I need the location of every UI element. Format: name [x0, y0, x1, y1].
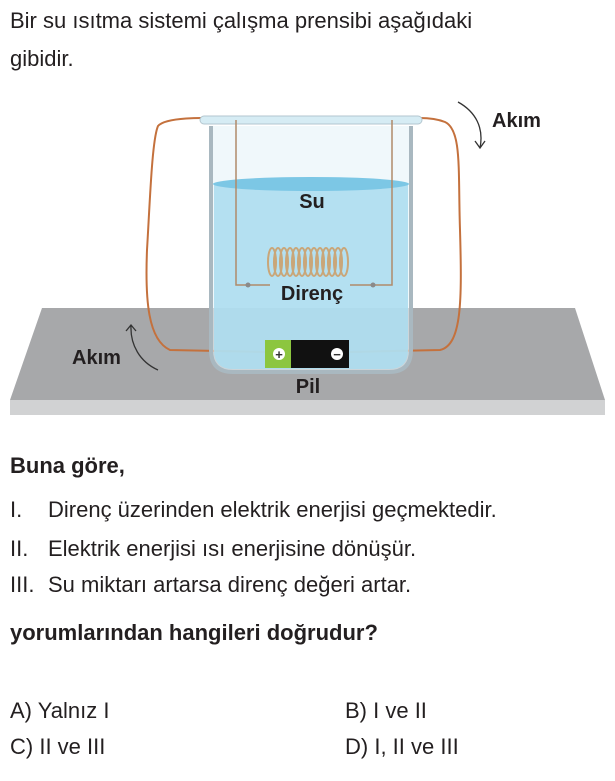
- current-arrow-left-icon: [125, 323, 159, 371]
- lead-text: Buna göre,: [10, 453, 125, 478]
- battery-minus-icon: −: [333, 347, 341, 362]
- statement-text: Su miktarı artarsa direnç değeri artar.: [48, 572, 412, 597]
- beaker-rim: [199, 115, 423, 125]
- current-label-top: Akım: [492, 110, 541, 132]
- statement-text: Elektrik enerjisi ısı enerjisine dönüşür…: [48, 536, 417, 561]
- option-label: A): [10, 698, 32, 723]
- statement-text: Direnç üzerinden elektrik enerjisi geçme…: [48, 497, 497, 522]
- resistor-leads: [235, 120, 393, 286]
- battery-label: Pil: [296, 376, 320, 398]
- water-heating-diagram: Su Direnç + − Pil Akım Akım: [10, 101, 605, 415]
- option-c[interactable]: C) II ve III: [10, 736, 105, 758]
- option-label: D): [345, 734, 369, 759]
- table-edge: [10, 400, 605, 415]
- current-label-left: Akım: [72, 347, 121, 369]
- current-arrow-top-icon: [457, 101, 486, 150]
- circuit-wire: [145, 117, 462, 353]
- battery-plus-icon: +: [275, 347, 283, 362]
- option-b[interactable]: B) I ve II: [345, 700, 427, 722]
- option-label: B): [345, 698, 367, 723]
- option-text: I, II ve III: [374, 734, 459, 759]
- option-label: C): [10, 734, 34, 759]
- resistor-coil: [267, 247, 349, 277]
- intro-line-2: gibidir.: [10, 46, 74, 71]
- option-a[interactable]: A) Yalnız I: [10, 700, 109, 722]
- option-text: Yalnız I: [37, 698, 110, 723]
- water: [214, 184, 408, 369]
- statement-number: I.: [10, 497, 23, 522]
- option-text: I ve II: [373, 698, 427, 723]
- statement-2: II. Elektrik enerjisi ısı enerjisine dönü…: [10, 538, 416, 560]
- statement-1: I. Direnç üzerinden elektrik enerjisi geç…: [10, 499, 497, 521]
- water-label: Su: [299, 191, 325, 213]
- question-prompt: yorumlarından hangileri doğrudur?: [10, 620, 378, 645]
- statement-number: III.: [10, 572, 35, 597]
- battery: + −: [265, 340, 349, 368]
- statement-number: II.: [10, 536, 29, 561]
- statement-3: III. Su miktarı artarsa direnç değeri art…: [10, 574, 411, 596]
- intro-line-1: Bir su ısıtma sistemi çalışma prensibi a…: [10, 8, 473, 33]
- resistor-label: Direnç: [281, 283, 343, 305]
- option-d[interactable]: D) I, II ve III: [345, 736, 459, 758]
- option-text: II ve III: [39, 734, 106, 759]
- water-surface: [213, 177, 409, 191]
